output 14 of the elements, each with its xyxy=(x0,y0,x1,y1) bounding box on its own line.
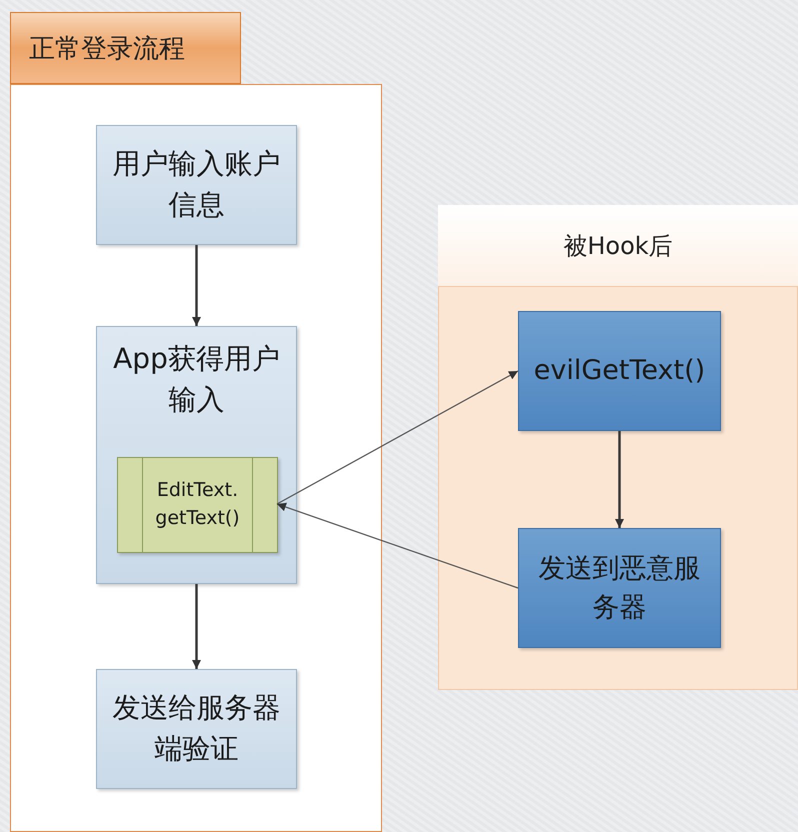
process-box xyxy=(96,326,297,584)
arrow xyxy=(192,584,201,669)
arrow xyxy=(276,502,518,589)
group-header: 被Hook后 xyxy=(438,205,798,287)
process-box: evilGetText() xyxy=(518,311,721,431)
process-box: 用户输入账户信息 xyxy=(96,125,297,245)
lane-tab: 正常登录流程 xyxy=(10,12,241,84)
box-title: App获得用户输入 xyxy=(112,341,281,418)
subroutine-box: EditText. getText() xyxy=(117,457,278,553)
process-box: 发送到恶意服务器 xyxy=(518,528,721,648)
arrow xyxy=(276,370,518,505)
arrow xyxy=(615,431,624,528)
arrow xyxy=(192,245,201,326)
process-box: 发送给服务器端验证 xyxy=(96,669,297,789)
